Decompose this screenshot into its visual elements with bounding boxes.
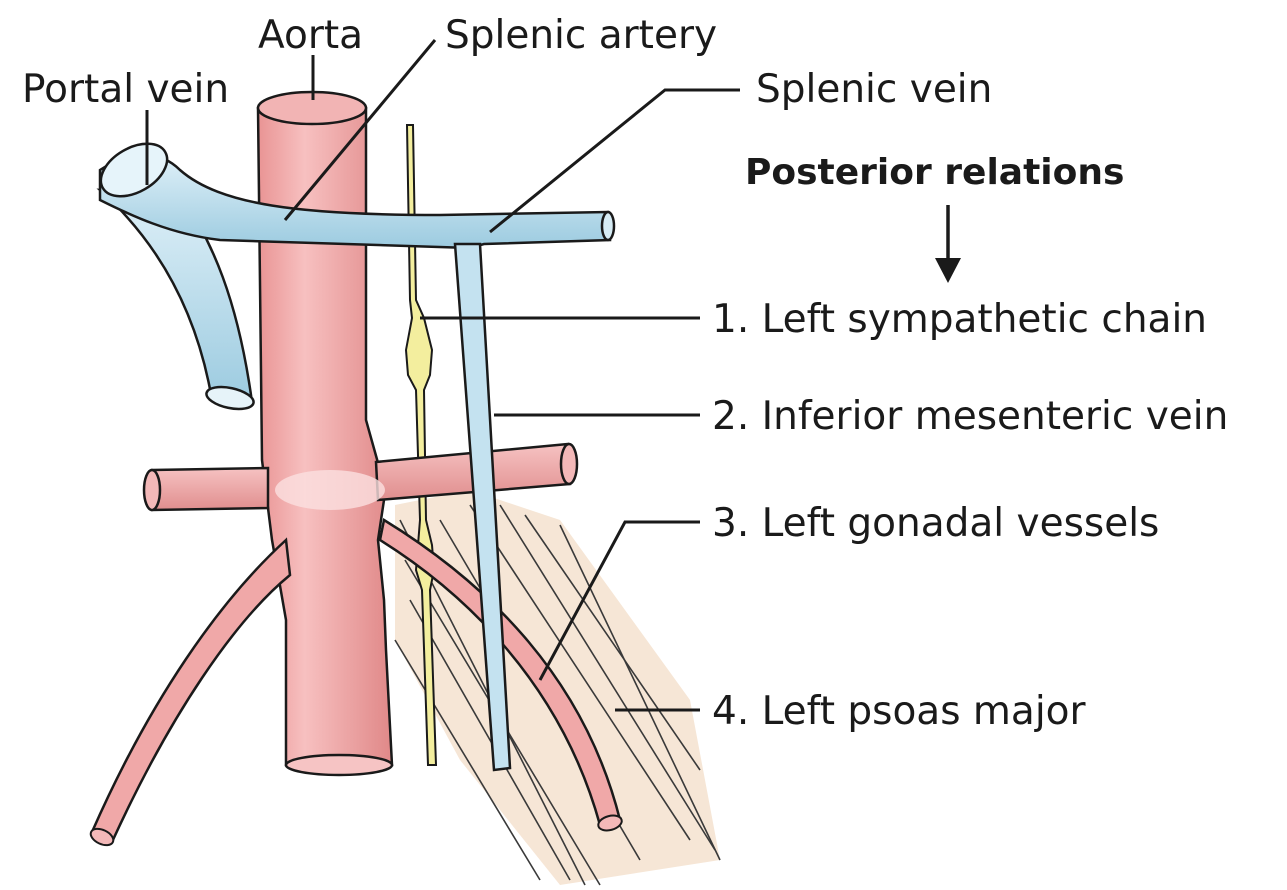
leader-splenic-vein bbox=[490, 90, 740, 232]
relation-item-3: 3. Left gonadal vessels bbox=[712, 504, 1159, 543]
label-splenic-vein: Splenic vein bbox=[756, 70, 992, 109]
relation-item-4: 4. Left psoas major bbox=[712, 692, 1086, 731]
posterior-relations-heading: Posterior relations bbox=[745, 155, 1124, 191]
aorta bbox=[258, 92, 392, 775]
relation-item-2: 2. Inferior mesenteric vein bbox=[712, 397, 1228, 436]
label-splenic-artery: Splenic artery bbox=[445, 16, 717, 55]
relation-item-1: 1. Left sympathetic chain bbox=[712, 300, 1207, 339]
label-aorta: Aorta bbox=[258, 16, 363, 55]
label-portal-vein: Portal vein bbox=[22, 70, 229, 109]
down-arrow-icon bbox=[935, 205, 961, 283]
